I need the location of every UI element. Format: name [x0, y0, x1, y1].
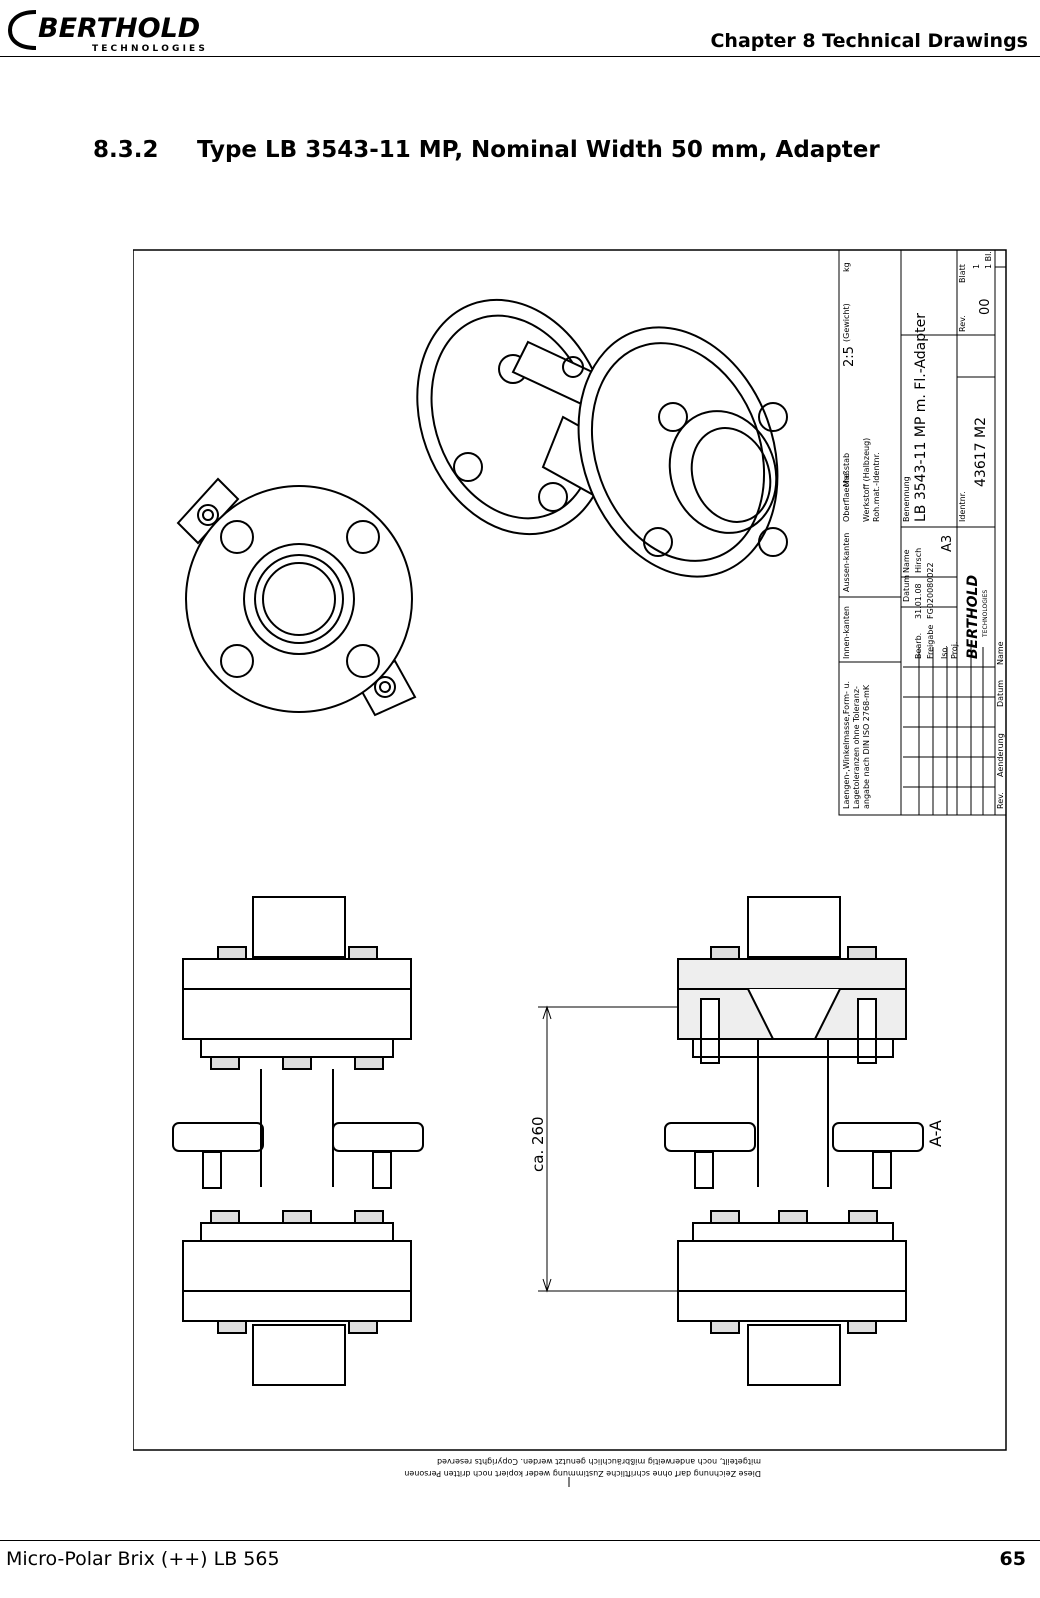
scale-value: 2:5 [842, 346, 857, 367]
sheet-value: 1 [972, 264, 981, 269]
tolerance-note-2: Lagetoleranzen ohne Toleranz- [852, 686, 861, 809]
dimension-label: ca. 260 [529, 1116, 547, 1172]
footer-product: Micro-Polar Brix (++) LB 565 [6, 1548, 280, 1570]
release-label: Freigabe [926, 625, 935, 659]
title-block [838, 249, 1007, 816]
outer-edges-label: Aussen-kanten [842, 533, 851, 592]
iso-label: Iso. [940, 645, 949, 659]
name-label: Benennung [902, 476, 911, 522]
drawing-border [133, 249, 1007, 1451]
part-name-value: LB 3543-11 MP m. Fl.-Adapter [913, 313, 929, 522]
tolerance-note-3: angabe nach DIN ISO 2768-mK [862, 684, 871, 809]
person-label: Name [902, 549, 911, 573]
surface-label: Oberflaeche [842, 473, 851, 522]
copyright-line-1: Diese Zeichnung darf ohne schriftliche Z… [404, 1469, 761, 1478]
titleblock-logo-main: BERTHOLD [965, 575, 981, 659]
datum-col-label: Datum [996, 680, 1005, 707]
date-label: Datum [902, 575, 911, 602]
change-label: Aenderung [996, 733, 1005, 777]
drawn-label: Bearb. [914, 633, 923, 659]
section-label: A-A [926, 1120, 945, 1147]
section-title: Type LB 3543-11 MP, Nominal Width 50 mm,… [197, 137, 880, 163]
berthold-logo: BERTHOLD T E C H N O L O G I E S [7, 10, 205, 54]
technical-drawing: Laengen-,Winkelmasse,Form- u. Lagetolera… [133, 249, 1007, 1487]
chapter-title: Chapter 8 Technical Drawings [710, 30, 1028, 52]
weight-label: (Gewicht) [842, 303, 851, 342]
inner-edges-label: Innen-kanten [842, 606, 851, 659]
section-number: 8.3.2 [93, 137, 159, 163]
page-header: BERTHOLD T E C H N O L O G I E S Chapter… [0, 0, 1040, 60]
proj-label: Proj. [950, 642, 959, 659]
sheets-total: 1 Bl. [984, 251, 993, 269]
flange-front-view [176, 477, 417, 717]
section-heading: 8.3.2 Type LB 3543-11 MP, Nominal Width 5… [93, 137, 880, 163]
tolerance-note-1: Laengen-,Winkelmasse,Form- u. [842, 681, 851, 809]
side-view-left [172, 896, 424, 1386]
weight-unit: kg [842, 262, 851, 272]
scale-label: Maßstab [842, 453, 851, 487]
drawn-name: Hirsch [914, 548, 923, 573]
dimension-line [538, 1005, 678, 1293]
titleblock-logo-sub: TECHNOLOGIES [982, 590, 989, 638]
name-col-label: Name [996, 641, 1005, 665]
copyright-line-2: mitgeteilt, noch anderweitig mißbräuchli… [437, 1457, 761, 1466]
page-number: 65 [999, 1548, 1026, 1570]
ident-label: Identnr. [958, 491, 967, 522]
logo-sub-text: T E C H N O L O G I E S [92, 44, 205, 54]
sheet-size: A3 [940, 535, 955, 552]
release-value: FG020080022 [926, 562, 935, 619]
drawn-date: 31.01.08 [914, 583, 923, 619]
logo-main-text: BERTHOLD [38, 13, 200, 44]
rev-label: Rev. [958, 315, 967, 332]
rev-value: 00 [978, 298, 993, 315]
header-rule [0, 56, 1040, 57]
section-view [664, 896, 924, 1386]
isometric-view [416, 298, 788, 578]
ident-value: 43617 M2 [973, 417, 989, 487]
raw-material-label: Roh.mat.-Identnr. [872, 452, 881, 522]
footer-rule [0, 1540, 1040, 1541]
title-block-text: Laengen-,Winkelmasse,Form- u. Lagetolera… [842, 251, 1005, 809]
sheet-label: Blatt [958, 264, 967, 283]
revision-label: Rev. [996, 792, 1005, 809]
material-label: Werkstoff (Halbzeug) [862, 438, 871, 522]
